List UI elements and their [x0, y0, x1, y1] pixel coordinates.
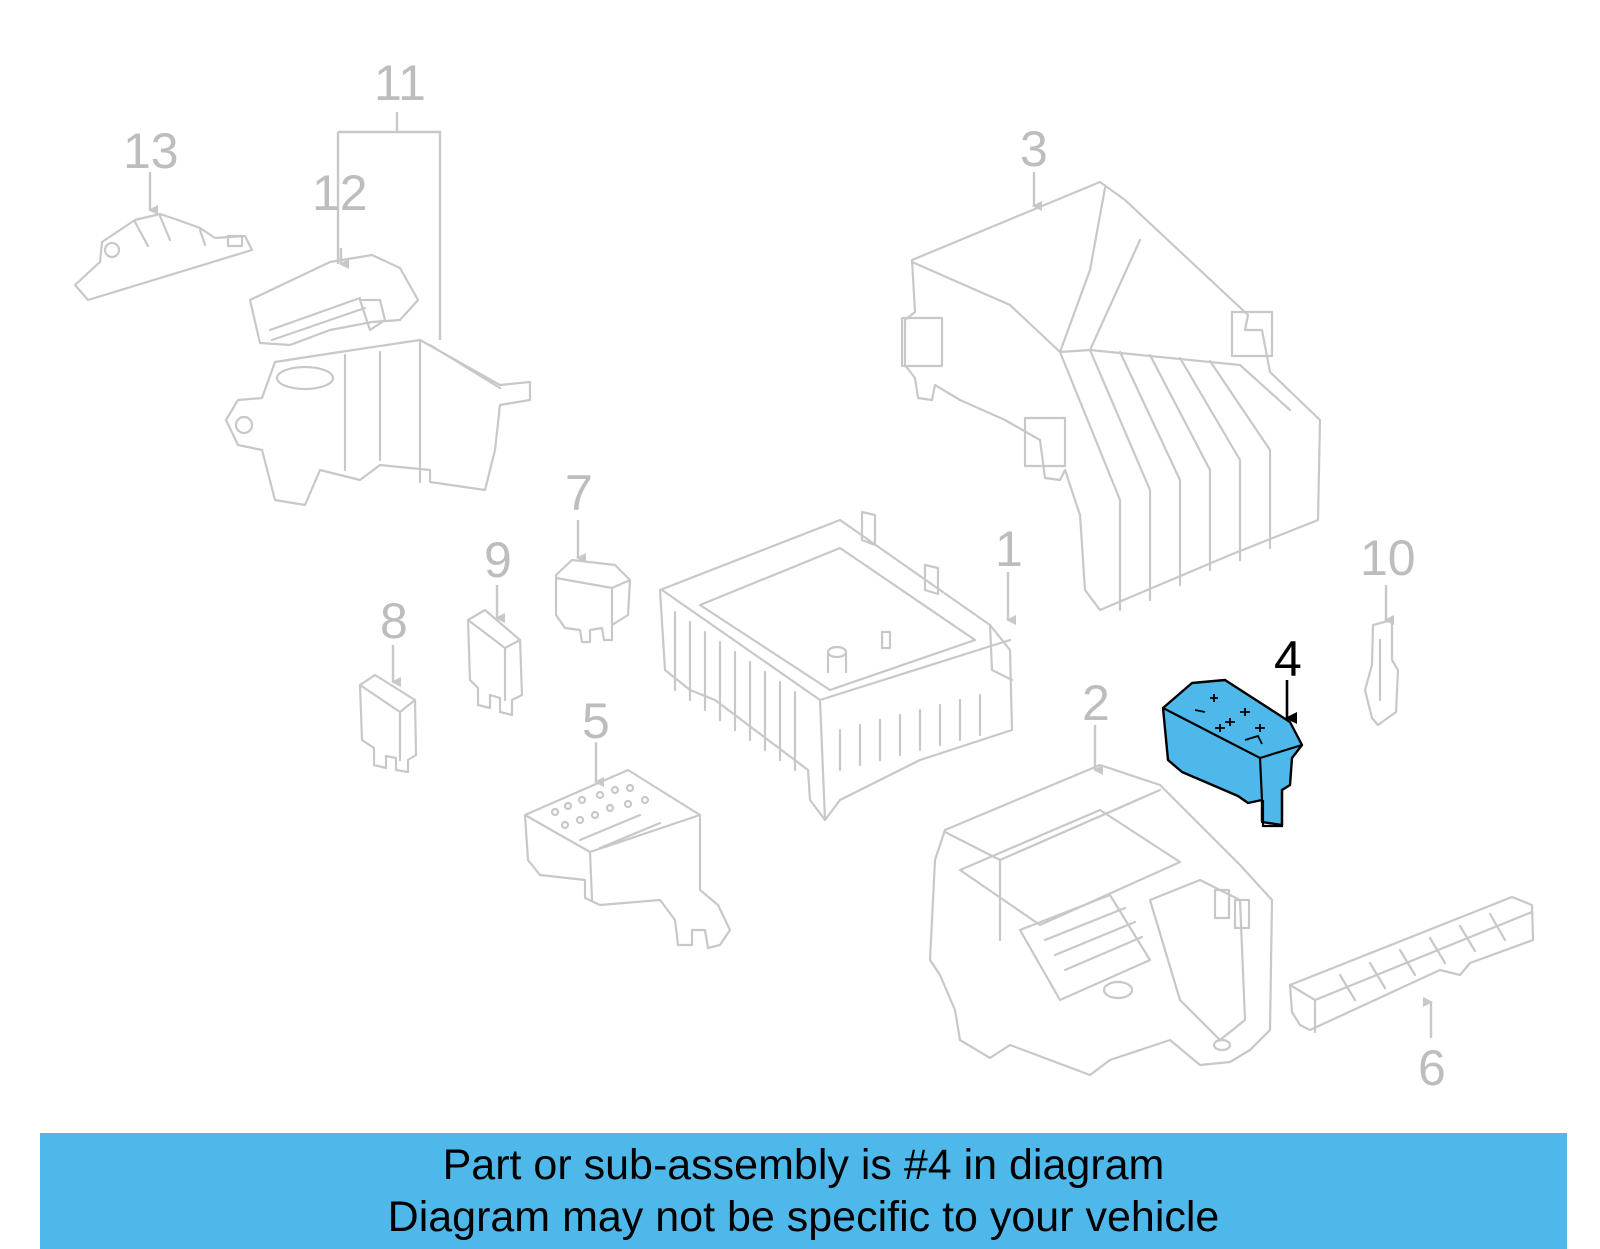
banner-line-2: Diagram may not be specific to your vehi… [387, 1193, 1220, 1241]
callout-4-highlighted[interactable]: 4 [1274, 631, 1302, 687]
part-6-terminal-strip[interactable] [1288, 895, 1535, 1034]
callout-6[interactable]: 6 [1418, 1040, 1446, 1096]
part-5-fuse-block[interactable] [523, 768, 732, 950]
callout-leaders [148, 112, 1433, 1038]
callout-5[interactable]: 5 [582, 693, 610, 749]
callout-13[interactable]: 13 [123, 123, 179, 179]
part-9-fuse[interactable] [466, 608, 524, 717]
part-3-cover[interactable] [900, 180, 1322, 612]
part-4-highlighted-relay-box[interactable] [1161, 678, 1304, 828]
callout-7[interactable]: 7 [565, 465, 593, 521]
part-7-relay[interactable] [554, 558, 632, 644]
part-2-fuse-box-base[interactable] [928, 763, 1274, 1077]
callout-10[interactable]: 10 [1360, 530, 1416, 586]
callout-8[interactable]: 8 [380, 593, 408, 649]
callout-numbers: 13 12 11 3 1 7 9 8 5 2 10 6 4 [123, 55, 1446, 1096]
callout-11[interactable]: 11 [374, 55, 426, 111]
callout-3[interactable]: 3 [1020, 121, 1048, 177]
part-13-bracket[interactable] [73, 212, 254, 302]
part-1-fuse-box[interactable] [658, 510, 1014, 822]
callout-12[interactable]: 12 [312, 165, 368, 221]
part-12-11-fuse-holder[interactable] [224, 253, 532, 507]
banner-line-1: Part or sub-assembly is #4 in diagram [442, 1141, 1165, 1189]
callout-9[interactable]: 9 [484, 532, 512, 588]
part-10-terminal[interactable] [1363, 618, 1400, 727]
part-8-fuse[interactable] [358, 673, 418, 774]
callout-1[interactable]: 1 [995, 521, 1023, 577]
callout-2[interactable]: 2 [1082, 675, 1110, 731]
info-banner: Part or sub-assembly is #4 in diagram Di… [40, 1133, 1567, 1249]
